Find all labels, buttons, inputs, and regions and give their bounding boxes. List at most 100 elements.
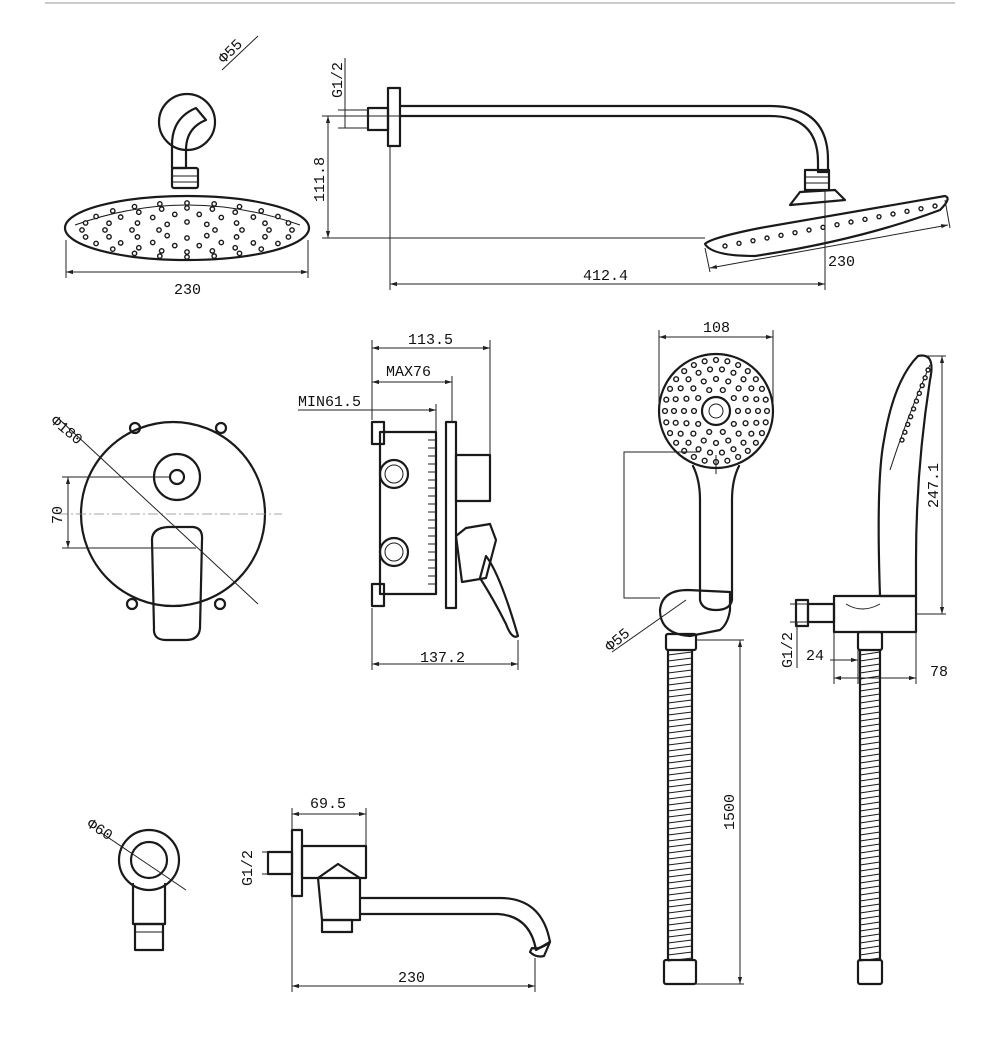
nozzle-hole [134,220,141,226]
hose-coil [667,837,693,842]
hand-nozzle-hole [683,395,690,402]
label-holder-78: 78 [930,664,948,681]
nozzle-hole [932,203,938,209]
nozzle-hole [792,229,798,236]
nozzle-hole [233,234,240,240]
nozzle-hole [203,232,210,239]
hose-coil [667,717,693,722]
nozzle-hole [233,220,240,226]
nozzle-hole [919,382,925,389]
nozzle-hole [209,248,216,254]
nozzle-hole [93,213,99,220]
hose-coil [667,753,693,758]
hand-nozzle-hole [748,430,755,437]
nozzle-hole [778,232,784,239]
nozzle-hole [149,239,156,246]
nozzle-hole [134,234,141,240]
hose-coil [667,957,693,962]
dim-hand [611,330,774,985]
hand-nozzle-hole [748,385,755,392]
hand-nozzle-hole [677,385,684,392]
nozzle-hole [184,219,190,225]
nozzle-hole [106,233,112,240]
hose-coil [859,945,881,950]
hose-coil [667,861,693,866]
hand-nozzle-hole [744,447,751,454]
hose-coil [859,879,881,884]
label-spout-695: 69.5 [310,796,346,813]
nozzle-hole [218,214,225,221]
hose-coil [667,921,693,926]
nozzle-hole [117,240,124,246]
hand-nozzle-hole [681,447,688,454]
hose-coil [667,723,693,728]
hose-coil [667,801,693,806]
hose-coil [859,843,881,848]
hose-coil [667,657,693,662]
nozzle-hole [285,220,292,226]
hand-nozzle-hole [690,361,697,369]
label-body-total: 137.2 [420,650,465,667]
nozzle-hole [164,232,171,239]
label-spout-dia: Φ60 [83,816,115,845]
hand-nozzle-hole [690,453,697,461]
hose-left [666,648,694,962]
hose-coil [859,789,881,794]
hose-coil [859,687,881,692]
label-body-min: MIN61.5 [298,394,361,411]
nozzle-hole [820,224,826,231]
hose-coil [859,723,881,728]
nozzle-hole [184,200,190,206]
nozzle-hole [232,209,239,216]
nozzle-hole [258,246,265,252]
hand-nozzle-hole [735,430,742,437]
hose-coil [667,807,693,812]
nozzle-hole [913,398,920,404]
nozzle-hole [131,250,138,257]
hose-coil [667,831,693,836]
nozzle-hole [82,234,89,240]
nozzle-hole [184,205,190,211]
dim-plate [59,419,259,605]
nozzle-hole [109,208,116,214]
spout-front-view [117,828,181,952]
hand-nozzle-hole [742,420,749,427]
hose-coil [667,687,693,692]
hand-nozzle-hole [719,428,726,436]
hand-nozzle-hole [695,446,702,453]
hose-coil [859,795,881,800]
hose-coil [859,657,881,662]
nozzle-hole [876,213,882,220]
nozzle-hole [848,219,854,225]
hose-coil [667,741,693,746]
hose-coil [859,807,881,812]
hand-nozzle-hole [730,394,737,402]
hose-coil [859,933,881,938]
spout-side-view [266,828,552,958]
hand-nozzle-hole [706,386,713,394]
dim-arm [322,58,951,290]
hose-coil [667,951,693,956]
hand-nozzle-hole [735,385,742,392]
hose-coil [859,777,881,782]
hose-coil [667,711,693,716]
nozzle-hole [156,201,163,207]
hand-nozzle-hole [753,419,760,426]
nozzle-hole [266,227,272,233]
nozzle-hole [82,220,89,226]
nozzle-hole [907,413,914,420]
nozzle-hole [736,240,742,247]
hand-shower-front [657,352,775,986]
hose-coil [667,699,693,704]
nozzle-hole [149,214,156,221]
hose-coil [667,873,693,878]
hose-coil [859,783,881,788]
hand-nozzle-hole [740,376,747,383]
hand-nozzle-hole [753,396,760,403]
hose-coil [667,825,693,830]
hose-coil [667,813,693,818]
dim-spout-side [262,808,536,992]
hand-nozzle-hole [666,430,674,437]
hose-coil [859,813,881,818]
hose-coil [859,927,881,932]
